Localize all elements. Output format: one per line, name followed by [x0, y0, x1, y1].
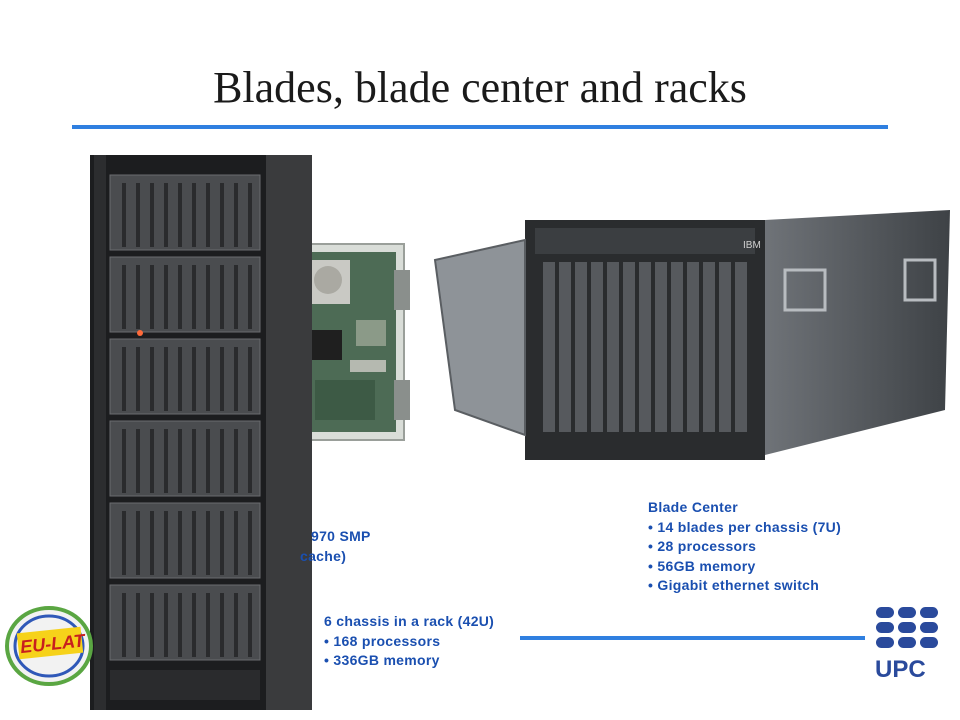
server-rack-photo [90, 155, 312, 710]
blade-center-heading: Blade Center [648, 499, 738, 515]
eu-lat-logo: EU-LAT [2, 600, 97, 690]
upc-logo: UPC [874, 605, 944, 683]
rack-caption: 6 chassis in a rack (42U) • 168 processo… [324, 612, 494, 671]
rack-heading: 6 chassis in a rack (42U) [324, 613, 495, 629]
rack-item: • 168 processors [324, 632, 441, 649]
footer-divider [520, 636, 865, 640]
blade-center-item: • 14 blades per chassis (7U) [648, 518, 842, 535]
blade-caption: 970 SMP cache) [300, 527, 371, 566]
blade-caption-line1: 970 SMP [311, 528, 371, 544]
blade-center-item: • 28 processors [648, 538, 757, 554]
upc-logo-text: UPC [875, 656, 926, 683]
blade-caption-line2: cache) [300, 547, 347, 564]
blade-center-item: • Gigabit ethernet switch [648, 577, 820, 593]
blade-center-caption: Blade Center • 14 blades per chassis (7U… [648, 498, 841, 596]
chassis-brand-text: IBM [743, 240, 761, 251]
blade-center-chassis-photo: IBM [425, 200, 955, 470]
title-divider [72, 125, 888, 129]
blade-center-item: • 56GB memory [648, 557, 756, 574]
rack-item: • 336GB memory [324, 652, 440, 668]
blade-server-photo [290, 240, 420, 450]
slide-title: Blades, blade center and racks [213, 63, 747, 112]
